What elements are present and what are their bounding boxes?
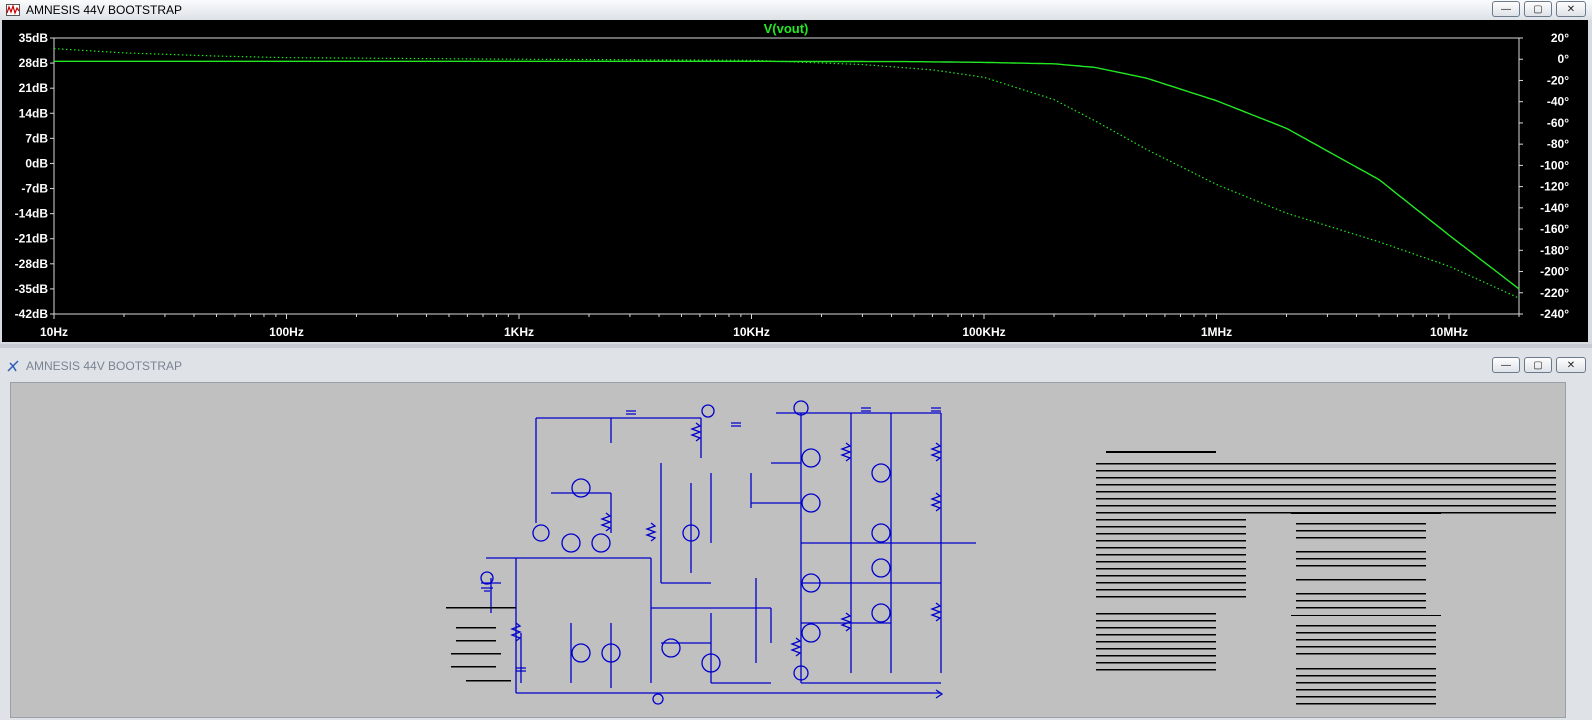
y-left-tick-label: 14dB: [19, 106, 49, 120]
schematic-canvas[interactable]: [10, 382, 1566, 718]
minimize-icon: —: [1501, 359, 1511, 371]
y-left-tick-label: -7dB: [21, 182, 48, 196]
plot-window-title: AMNESIS 44V BOOTSTRAP: [26, 3, 183, 17]
close-button[interactable]: ✕: [1556, 1, 1586, 17]
plot-window-titlebar[interactable]: AMNESIS 44V BOOTSTRAP — ▢ ✕: [0, 0, 1592, 20]
x-tick-label: 10MHz: [1430, 325, 1468, 339]
schematic-app-icon: [7, 360, 19, 372]
y-right-tick-label: -40°: [1547, 95, 1569, 109]
y-left-tick-label: 7dB: [25, 131, 48, 145]
y-left-tick-label: 0dB: [25, 156, 48, 170]
x-tick-label: 100KHz: [962, 325, 1005, 339]
schematic-text-blocks: [446, 451, 1556, 705]
y-left-tick-label: 21dB: [19, 81, 49, 95]
x-tick-label: 1MHz: [1201, 325, 1232, 339]
y-right-tick-label: -100°: [1540, 158, 1569, 172]
minimize-icon: —: [1501, 3, 1511, 15]
schematic-window: AMNESIS 44V BOOTSTRAP — ▢ ✕: [0, 348, 1592, 720]
y-right-tick-label: -140°: [1540, 201, 1569, 215]
y-right-tick-label: -120°: [1540, 180, 1569, 194]
circuit-diagram[interactable]: [480, 400, 976, 705]
minimize-button[interactable]: —: [1492, 1, 1520, 17]
close-icon: ✕: [1566, 359, 1576, 371]
y-left-tick-label: 28dB: [19, 56, 49, 70]
y-left-tick-label: -14dB: [15, 207, 49, 221]
chart-title[interactable]: V(vout): [764, 21, 809, 36]
y-right-tick-label: -180°: [1540, 243, 1569, 257]
minimize-button[interactable]: —: [1492, 357, 1520, 373]
schematic-window-title: AMNESIS 44V BOOTSTRAP: [26, 359, 183, 373]
close-button[interactable]: ✕: [1556, 357, 1586, 373]
maximize-button[interactable]: ▢: [1524, 1, 1552, 17]
plot-ticks: 10Hz 100Hz 1KHz 10KHz 100KHz 1MHz 10MHz 35dB 28d…: [15, 31, 1570, 339]
plot-window: AMNESIS 44V BOOTSTRAP — ▢ ✕ 10Hz 100Hz 1KH…: [0, 0, 1592, 344]
close-icon: ✕: [1566, 3, 1576, 15]
phase-trace[interactable]: [53, 48, 1520, 299]
y-right-tick-label: -160°: [1540, 222, 1569, 236]
maximize-icon: ▢: [1533, 3, 1543, 15]
y-right-tick-label: -240°: [1540, 307, 1569, 321]
waveform-app-icon: [6, 4, 20, 16]
x-tick-label: 10Hz: [40, 325, 68, 339]
y-left-tick-label: 35dB: [19, 31, 49, 45]
y-left-tick-label: -28dB: [15, 257, 49, 271]
y-left-tick-label: -35dB: [15, 282, 49, 296]
y-right-tick-label: 0°: [1558, 52, 1570, 66]
schematic-drawing[interactable]: [11, 383, 1565, 717]
plot-traces: [53, 48, 1520, 299]
plot-frame: [53, 37, 1520, 315]
y-left-tick-label: -21dB: [15, 232, 49, 246]
y-right-tick-label: -220°: [1540, 286, 1569, 300]
maximize-icon: ▢: [1533, 359, 1543, 371]
y-right-tick-label: -20°: [1547, 73, 1569, 87]
y-right-tick-label: -200°: [1540, 265, 1569, 279]
x-tick-label: 100Hz: [269, 325, 304, 339]
y-right-tick-label: 20°: [1551, 31, 1569, 45]
schematic-window-titlebar[interactable]: AMNESIS 44V BOOTSTRAP — ▢ ✕: [0, 356, 1592, 376]
y-right-tick-label: -60°: [1547, 116, 1569, 130]
bode-plot[interactable]: 10Hz 100Hz 1KHz 10KHz 100KHz 1MHz 10MHz 35dB 28d…: [2, 20, 1588, 342]
maximize-button[interactable]: ▢: [1524, 357, 1552, 373]
y-left-tick-label: -42dB: [15, 307, 49, 321]
y-right-tick-label: -80°: [1547, 137, 1569, 151]
x-tick-label: 1KHz: [504, 325, 534, 339]
x-tick-label: 10KHz: [733, 325, 770, 339]
